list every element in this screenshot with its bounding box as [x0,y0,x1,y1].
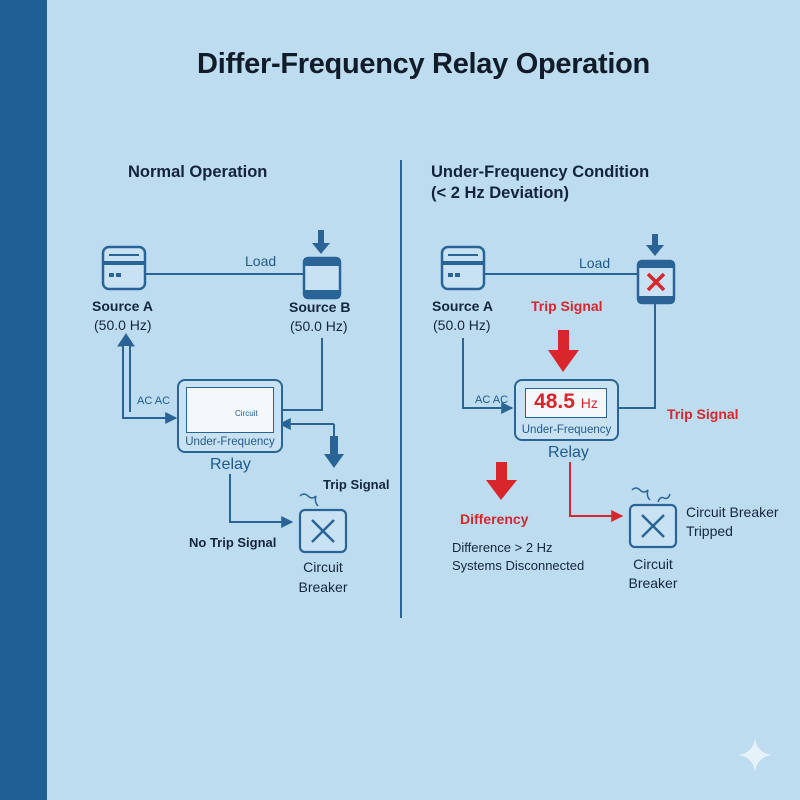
source-b-frequency: (50.0 Hz) [290,318,348,334]
breaker-status-2: Tripped [686,523,733,539]
source-b-name: Source B [289,299,351,315]
right-load-label: Load [579,255,611,271]
right-source-b-tripped-icon [636,259,676,305]
left-breaker-name-2: Breaker [298,579,348,595]
right-panel-heading-2: (< 2 Hz Deviation) [431,184,569,202]
difference-text: Difference > 2 Hz [452,540,553,555]
panel-divider [400,160,402,618]
right-ac-label: AC AC [475,394,509,406]
disconnect-text: Systems Disconnected [452,558,585,573]
left-load-label: Load [245,253,277,269]
relay-inner-panel: Circuit [186,387,274,433]
right-relay-box[interactable]: 48.5 Hz Under-Frequency [514,379,619,441]
trip-signal-arrow-icon [324,436,344,468]
frequency-display: 48.5 Hz [525,388,607,418]
right-source-a-generator-icon [440,245,486,291]
arrow-down-icon [312,230,330,254]
differency-label: Differency [460,511,529,527]
left-circuit-breaker-icon [298,493,348,554]
relay-type-label: Under-Frequency [185,436,275,448]
source-a-name: Source A [92,298,153,314]
sparkle-icon [738,738,772,772]
frequency-value: 48.5 [534,390,575,413]
left-panel-heading: Normal Operation [128,163,268,181]
top-trip-signal-label: Trip Signal [531,298,603,314]
right-breaker-name-1: Circuit [633,556,673,572]
frequency-unit: Hz [580,395,598,411]
right-arrow-down-icon [646,234,664,256]
left-trip-signal-label: Trip Signal [323,477,390,492]
right-relay-type-label: Under-Frequency [521,424,612,436]
source-b-generator-icon [302,256,342,300]
right-trip-signal-label: Trip Signal [667,406,739,422]
left-relay-name: Relay [210,456,251,473]
right-relay-name: Relay [548,444,589,461]
right-source-a-name: Source A [432,298,493,314]
right-breaker-name-2: Breaker [628,575,678,591]
side-accent-bar [0,0,47,800]
relay-circuit-label: Circuit [235,409,258,418]
page-title: Differ-Frequency Relay Operation [197,48,650,80]
no-trip-signal-label: No Trip Signal [189,535,277,550]
left-ac-label: AC AC [137,395,171,407]
left-breaker-name-1: Circuit [303,559,343,575]
source-a-generator-icon [101,245,147,291]
left-relay-box[interactable]: Circuit Under-Frequency [177,379,283,453]
breaker-status-1: Circuit Breaker [686,504,779,520]
right-panel-heading-1: Under-Frequency Condition [431,163,650,181]
source-a-frequency: (50.0 Hz) [94,317,152,333]
right-circuit-breaker-icon [628,487,678,549]
red-differency-arrow-icon [486,462,517,500]
right-source-a-frequency: (50.0 Hz) [433,317,491,333]
red-trip-arrow-icon [548,330,579,372]
